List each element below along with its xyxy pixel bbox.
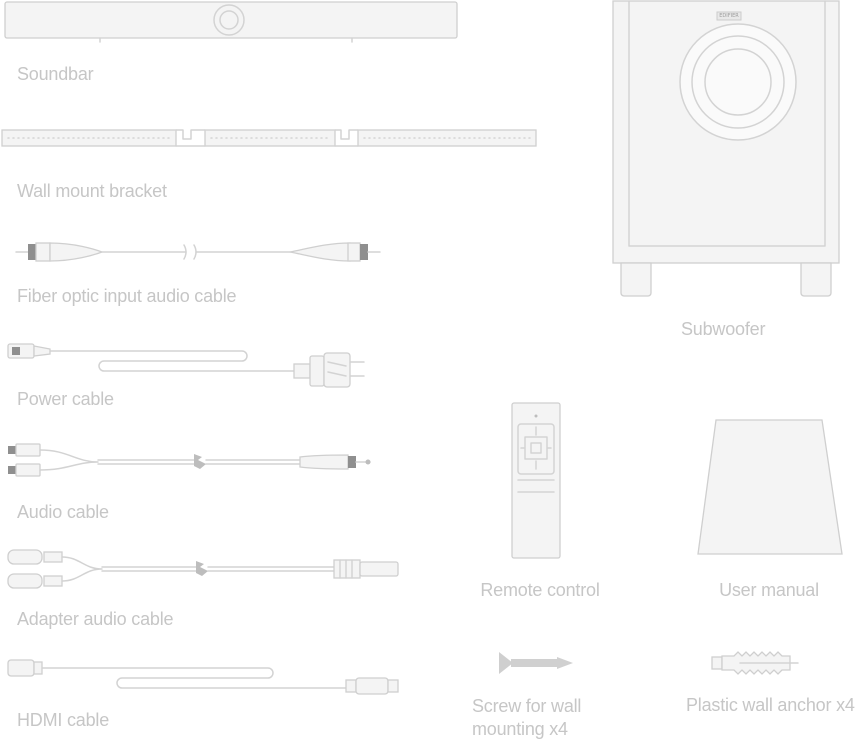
- adapter-audio-cable-icon: [6, 546, 406, 592]
- hdmi-cable-label: HDMI cable: [17, 710, 110, 730]
- remote-control-label: Remote control: [480, 580, 600, 600]
- subwoofer-icon: [611, 0, 841, 300]
- screw-icon: [497, 650, 577, 676]
- screw-label-line1: Screw for wall: [472, 696, 582, 716]
- power-cable-label: Power cable: [17, 389, 114, 409]
- fiber-optic-cable-icon: [14, 237, 384, 267]
- subwoofer-label: Subwoofer: [681, 319, 766, 339]
- wall-mount-bracket-label: Wall mount bracket: [17, 181, 167, 201]
- user-manual-label: User manual: [719, 580, 819, 600]
- fiber-optic-cable-label: Fiber optic input audio cable: [17, 286, 237, 306]
- wall-anchor-icon: [710, 648, 810, 678]
- user-manual-icon: [696, 418, 846, 558]
- brand-badge-text: EDIFIER: [719, 13, 739, 19]
- audio-cable-label: Audio cable: [17, 502, 109, 522]
- power-cable-icon: [6, 340, 386, 388]
- adapter-audio-cable-label: Adapter audio cable: [17, 609, 174, 629]
- remote-control-icon: [510, 402, 562, 560]
- wall-anchor-label: Plastic wall anchor x4: [686, 695, 855, 715]
- wall-mount-bracket-icon: [0, 127, 540, 151]
- soundbar-label: Soundbar: [17, 64, 94, 84]
- audio-cable-icon: [6, 440, 378, 484]
- hdmi-cable-icon: [6, 656, 406, 700]
- brand-badge: EDIFIER: [717, 12, 741, 20]
- screw-label-line2: mounting x4: [472, 719, 568, 739]
- soundbar-icon: [4, 0, 460, 44]
